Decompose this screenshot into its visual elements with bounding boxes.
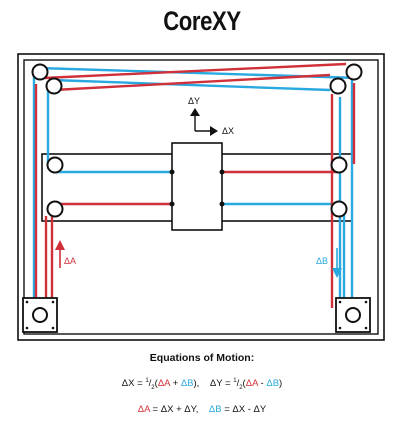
diagram-title: CoreXY: [163, 6, 241, 36]
equation-line-1: ΔX = 1/2(ΔA + ΔB), ΔY = 1/2(ΔA - ΔB): [0, 378, 404, 391]
pulley-top-left-inner: [45, 77, 63, 95]
motor-b-label: ΔB: [316, 256, 328, 266]
eq2-delta-a: ΔA: [245, 378, 258, 390]
equations-block: Equations of Motion: ΔX = 1/2(ΔA + ΔB), …: [0, 352, 404, 428]
outer-frame: [17, 53, 385, 341]
half-fraction: 1/2: [145, 378, 155, 392]
pulley-gantry-right-bottom: [330, 200, 348, 218]
belt-b-blue: [32, 66, 359, 326]
line2-delta-a: ΔA: [137, 404, 150, 416]
motor-a-arrow: [55, 240, 65, 268]
belt-a-red: [34, 62, 356, 310]
operator: +: [169, 378, 181, 390]
pulley-gantry-right-top: [330, 156, 348, 174]
motor-b-arrow: [332, 248, 342, 278]
eq1-delta-b: ΔB: [180, 378, 194, 390]
paren: (: [154, 378, 158, 390]
eq2-delta-b: ΔB: [266, 378, 280, 390]
inner-frame: [23, 59, 379, 335]
line2-delta-b: ΔB: [208, 404, 222, 416]
motor-a: [22, 297, 58, 333]
equations-heading: Equations of Motion:: [149, 352, 255, 364]
line2-b-rhs: = ΔX - ΔY: [221, 404, 267, 416]
eq1-delta-a: ΔA: [157, 378, 170, 390]
anchor-point: [219, 201, 225, 207]
pulley-gantry-left-bottom: [46, 200, 64, 218]
operator: -: [257, 378, 267, 390]
axis-indicator: [190, 108, 218, 136]
paren: (: [242, 378, 246, 390]
eq2-lhs: ΔY =: [209, 378, 234, 390]
motor-a-label: ΔA: [64, 256, 76, 266]
pulley-top-left: [31, 63, 49, 81]
equation-line-2: ΔA = ΔX + ΔY, ΔB = ΔX - ΔY: [0, 404, 404, 415]
eq1-lhs: ΔX =: [121, 378, 146, 390]
pulley-gantry-left-top: [46, 156, 64, 174]
line2-a-rhs: = ΔX + ΔY,: [149, 404, 199, 416]
half-fraction: 1/2: [233, 378, 243, 392]
pulley-top-right-inner: [329, 77, 347, 95]
anchor-point: [169, 169, 175, 175]
motor-b: [335, 297, 371, 333]
paren: ),: [193, 378, 200, 390]
paren: ): [279, 378, 283, 390]
axis-x-label: ΔX: [222, 126, 234, 136]
anchor-point: [219, 169, 225, 175]
carriage: [171, 142, 223, 231]
anchor-point: [169, 201, 175, 207]
pulley-top-right: [345, 63, 363, 81]
axis-y-label: ΔY: [188, 96, 200, 106]
